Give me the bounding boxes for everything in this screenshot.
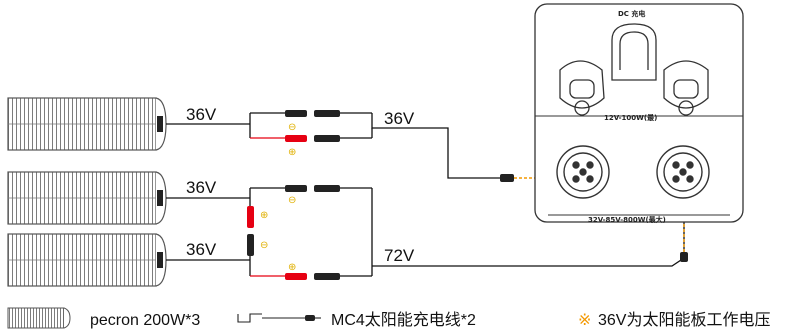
solar-panel-1 [7, 97, 167, 151]
minus-symbol-1: ⊖ [288, 122, 296, 133]
mc4-connector-pair-1 [285, 110, 340, 142]
voltage-label-panel1: 36V [186, 105, 217, 124]
voltage-label-panel3: 36V [186, 240, 217, 259]
legend-panel-icon [7, 307, 71, 329]
pv-range-label: 32V-85V-800W(最大) [588, 215, 666, 224]
wire-panel1 [166, 112, 500, 179]
dc-charge-header: DC 充电 [618, 9, 645, 18]
legend-panel-text: pecron 200W*3 [90, 312, 200, 329]
voltage-label-panel2: 36V [186, 178, 217, 197]
dc-socket-top [611, 23, 657, 81]
dc-port-left [559, 60, 605, 116]
minus-symbol-2: ⊖ [260, 240, 268, 251]
mc4-connector-pair-2 [285, 185, 340, 280]
note-mark: ※ [578, 312, 591, 329]
round-port-pv-input [656, 145, 710, 199]
plus-symbol-3: ⊕ [288, 262, 296, 273]
note-text: 36V为太阳能板工作电压 [598, 311, 770, 329]
plus-symbol-1: ⊕ [288, 147, 296, 158]
power-station-panel [534, 3, 744, 223]
dc-port-right [663, 60, 709, 116]
legend-cable-icon [237, 313, 321, 323]
minus-symbol-3: ⊖ [288, 195, 296, 206]
series-connector [247, 206, 254, 256]
legend-cable-text: MC4太阳能充电线*2 [331, 311, 476, 329]
solar-panel-2 [7, 171, 167, 225]
dc-input-connector [500, 173, 549, 183]
voltage-label-output1: 36V [384, 109, 415, 128]
plus-symbol-2: ⊕ [260, 210, 268, 221]
dc-range-label: 12V-100W(最) [604, 113, 657, 122]
voltage-label-output2: 72V [384, 246, 415, 265]
pv-input-connector [679, 205, 689, 262]
solar-panel-3 [7, 233, 167, 287]
round-port-dc-input [556, 145, 610, 199]
